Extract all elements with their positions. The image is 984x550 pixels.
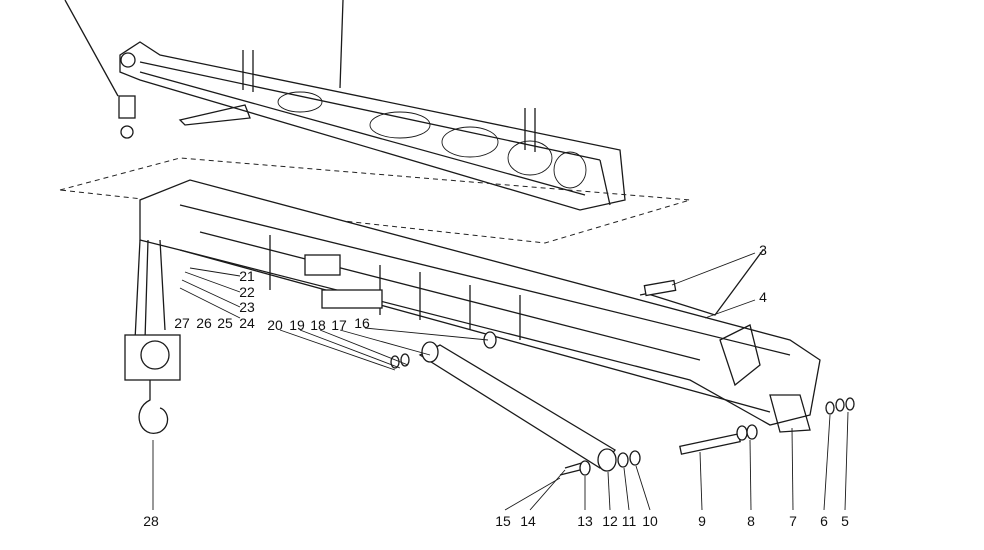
- callout-label-14: 14: [520, 513, 536, 529]
- callout-label-5: 5: [841, 513, 849, 529]
- callout-label-18: 18: [310, 317, 326, 333]
- callout-label-24: 24: [239, 315, 255, 331]
- jib-section: [64, 0, 626, 211]
- assembly-outline: [59, 157, 691, 244]
- callout-label-28: 28: [143, 513, 159, 529]
- callout-label-9: 9: [698, 513, 706, 529]
- callout-label-3: 3: [759, 242, 767, 258]
- callout-label-7: 7: [789, 513, 797, 529]
- leader-lines: [152, 252, 849, 511]
- callout-label-6: 6: [820, 513, 828, 529]
- hook-block: [124, 239, 181, 434]
- callout-label-27: 27: [174, 315, 190, 331]
- callout-label-22: 22: [239, 284, 255, 300]
- callout-label-23: 23: [239, 299, 255, 315]
- callout-label-25: 25: [217, 315, 233, 331]
- callout-label-26: 26: [196, 315, 212, 331]
- callout-label-10: 10: [642, 513, 658, 529]
- callout-label-12: 12: [602, 513, 618, 529]
- callout-label-17: 17: [331, 317, 347, 333]
- callout-label-4: 4: [759, 289, 767, 305]
- hydraulic-cylinder: [418, 341, 617, 476]
- callout-label-21: 21: [239, 268, 255, 284]
- callout-label-20: 20: [267, 317, 283, 333]
- callout-label-11: 11: [622, 513, 637, 529]
- callout-label-19: 19: [289, 317, 305, 333]
- callout-label-8: 8: [747, 513, 755, 529]
- callout-label-15: 15: [495, 513, 511, 529]
- callout-label-16: 16: [354, 315, 370, 331]
- callout-label-13: 13: [577, 513, 593, 529]
- washers: [390, 331, 855, 476]
